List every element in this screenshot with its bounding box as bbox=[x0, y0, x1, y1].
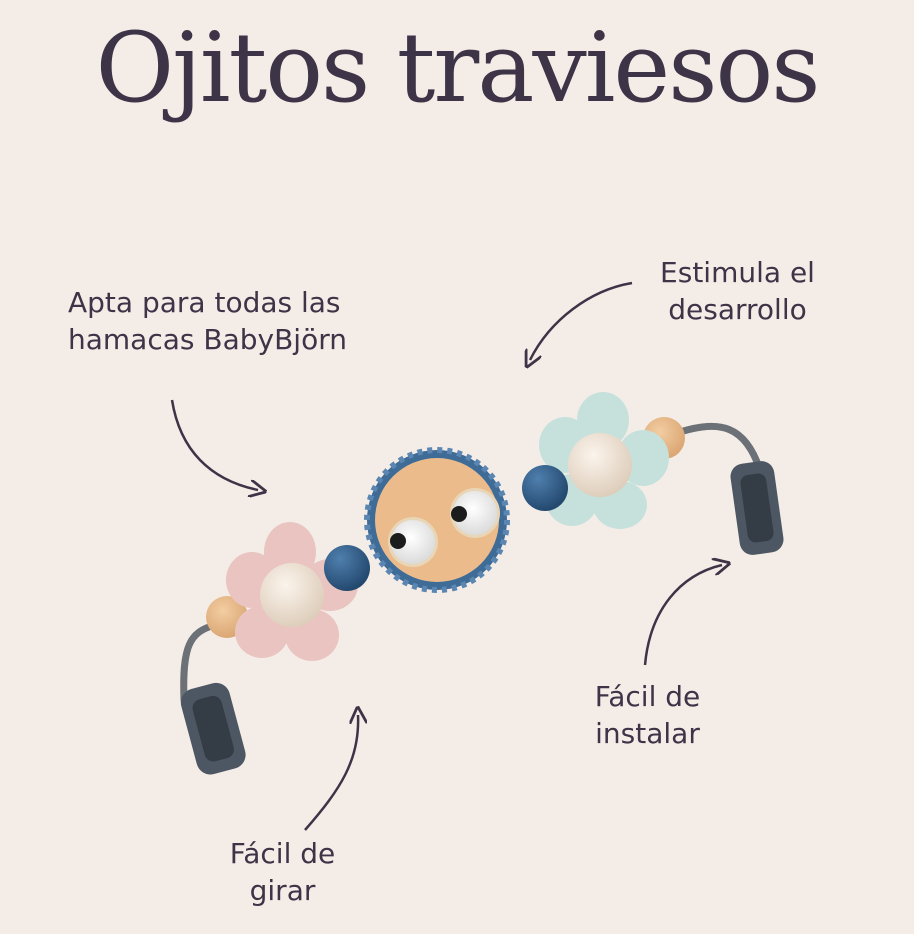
feature-rotate-line2: girar bbox=[249, 874, 316, 907]
feature-install: Fácil de instalar bbox=[580, 678, 715, 752]
feature-development-line1: Estimula el bbox=[660, 256, 815, 289]
feature-compatible-line1: Apta para todas las bbox=[68, 286, 341, 319]
feature-compatible: Apta para todas las hamacas BabyBjörn bbox=[68, 284, 347, 358]
feature-rotate-line1: Fácil de bbox=[229, 837, 336, 870]
pink-flower bbox=[226, 522, 358, 661]
left-wire bbox=[180, 621, 219, 704]
page-title: Ojitos traviesos bbox=[95, 12, 820, 124]
feature-compatible-line2: hamacas BabyBjörn bbox=[68, 323, 347, 356]
feature-development-line2: desarrollo bbox=[668, 293, 807, 326]
right-wire bbox=[676, 422, 764, 474]
arrow-development bbox=[530, 281, 633, 360]
right-clip bbox=[730, 461, 784, 555]
arrow-install bbox=[643, 565, 722, 666]
feature-development: Estimula el desarrollo bbox=[640, 254, 835, 328]
right-eye-icon bbox=[450, 488, 500, 538]
center-disk bbox=[364, 447, 510, 593]
arrow-rotate bbox=[304, 715, 358, 831]
feature-install-line2: instalar bbox=[595, 717, 700, 750]
blue-bead-left bbox=[324, 545, 370, 591]
blue-bead-right bbox=[522, 465, 568, 511]
feature-install-line1: Fácil de bbox=[594, 680, 701, 713]
arrow-compatible bbox=[170, 399, 258, 490]
left-clip bbox=[180, 682, 246, 775]
feature-rotate: Fácil de girar bbox=[215, 835, 350, 909]
left-eye-icon bbox=[388, 517, 438, 567]
mint-flower bbox=[539, 392, 669, 529]
